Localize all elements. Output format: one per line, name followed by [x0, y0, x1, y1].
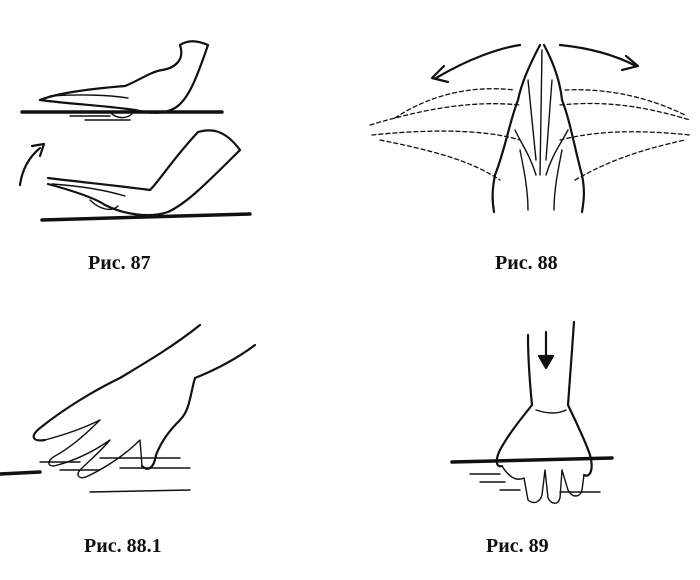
ghost-right-1 — [559, 102, 691, 121]
left-arm-outline — [495, 333, 534, 468]
finger-line — [49, 94, 129, 99]
shadow-lines — [39, 457, 191, 493]
raised-finger-line — [51, 183, 126, 197]
ghost-right-2 — [559, 131, 691, 141]
fig-89-drawing — [450, 320, 614, 504]
ghost-right-3 — [574, 139, 686, 181]
right-hand-outline — [542, 43, 585, 214]
shadow-lines-89 — [469, 473, 601, 493]
fig-88-1-drawing — [0, 323, 257, 493]
right-arm-outline — [566, 320, 593, 477]
arrowhead-icon — [30, 142, 46, 158]
arrowhead-left-icon — [430, 64, 450, 84]
table-edge-89 — [450, 456, 614, 464]
raised-hand-bottom-outline — [46, 148, 242, 217]
hand-flat-bottom-outline — [38, 43, 210, 114]
table-edge-lower — [40, 212, 252, 222]
raised-thumb-line — [89, 199, 119, 211]
table-edge-88-1 — [0, 470, 42, 476]
fig-88-drawing — [369, 43, 691, 214]
arrow-up-icon — [18, 146, 42, 187]
fingers-89 — [501, 465, 585, 504]
finger-2 — [53, 439, 111, 479]
wrist-lines — [519, 149, 563, 211]
left-hand-outline — [491, 43, 542, 214]
raised-wrist — [196, 129, 242, 152]
finger-lines — [527, 79, 553, 161]
arrowhead-right-icon — [620, 54, 640, 72]
ghost-left-4 — [394, 88, 516, 119]
shadow-lines — [69, 115, 131, 121]
thumb-lines — [514, 129, 569, 176]
arrowhead-down-icon — [537, 354, 555, 370]
arm-bottom-outline — [140, 343, 257, 470]
arrow-right-icon — [558, 43, 638, 68]
thumb-line — [109, 111, 133, 119]
raised-hand-top-outline — [46, 130, 200, 192]
ghost-left-2 — [371, 130, 521, 141]
hand-flat-top-outline — [38, 43, 183, 102]
caption-fig-88: Рис. 88 — [495, 252, 558, 274]
fig-87-drawing — [18, 40, 252, 222]
ghost-right-4 — [564, 89, 686, 116]
ghost-left-1 — [369, 103, 521, 126]
wrist-crease — [535, 409, 567, 414]
caption-fig-88-1: Рис. 88.1 — [84, 535, 162, 557]
arm-top-outline — [32, 323, 202, 442]
palm-join-line — [539, 49, 543, 176]
caption-fig-87: Рис. 87 — [88, 252, 151, 274]
ghost-left-3 — [379, 139, 501, 181]
wrist-top — [178, 40, 210, 47]
caption-fig-89: Рис. 89 — [486, 535, 549, 557]
arrow-left-icon — [434, 43, 522, 80]
